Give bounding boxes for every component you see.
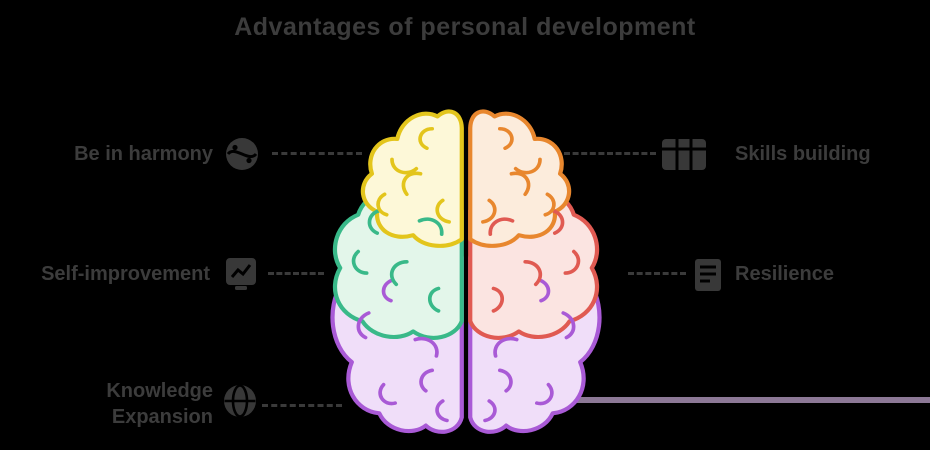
resilience-icon bbox=[692, 257, 724, 293]
brain-illustration bbox=[318, 96, 614, 444]
brain-left-hemisphere bbox=[332, 111, 461, 431]
label-skills-building: Skills building bbox=[735, 143, 871, 165]
connector-resilience bbox=[628, 272, 686, 275]
brain-lobe-top-left bbox=[363, 111, 462, 245]
label-knowledge-line1: Knowledge bbox=[106, 380, 213, 402]
knowledge-icon bbox=[220, 382, 260, 420]
harmony-icon bbox=[220, 134, 264, 174]
connector-bottom-right-line bbox=[550, 397, 930, 403]
skills-icon bbox=[660, 136, 708, 174]
connector-self-improvement bbox=[268, 272, 324, 275]
connector-harmony bbox=[272, 152, 362, 155]
connector-skills bbox=[564, 152, 656, 155]
label-knowledge-line2: Expansion bbox=[111, 406, 213, 428]
page-title: Advantages of personal development bbox=[234, 13, 696, 41]
self-improvement-icon bbox=[222, 255, 260, 293]
brain-lobe-top-right bbox=[470, 111, 569, 245]
label-knowledge-expansion: Knowledge Expansion bbox=[106, 378, 213, 430]
label-self-improvement: Self-improvement bbox=[41, 263, 210, 285]
label-be-in-harmony: Be in harmony bbox=[74, 143, 213, 165]
brain-right-hemisphere bbox=[470, 111, 599, 431]
label-resilience: Resilience bbox=[735, 263, 834, 285]
connector-knowledge bbox=[262, 404, 342, 407]
